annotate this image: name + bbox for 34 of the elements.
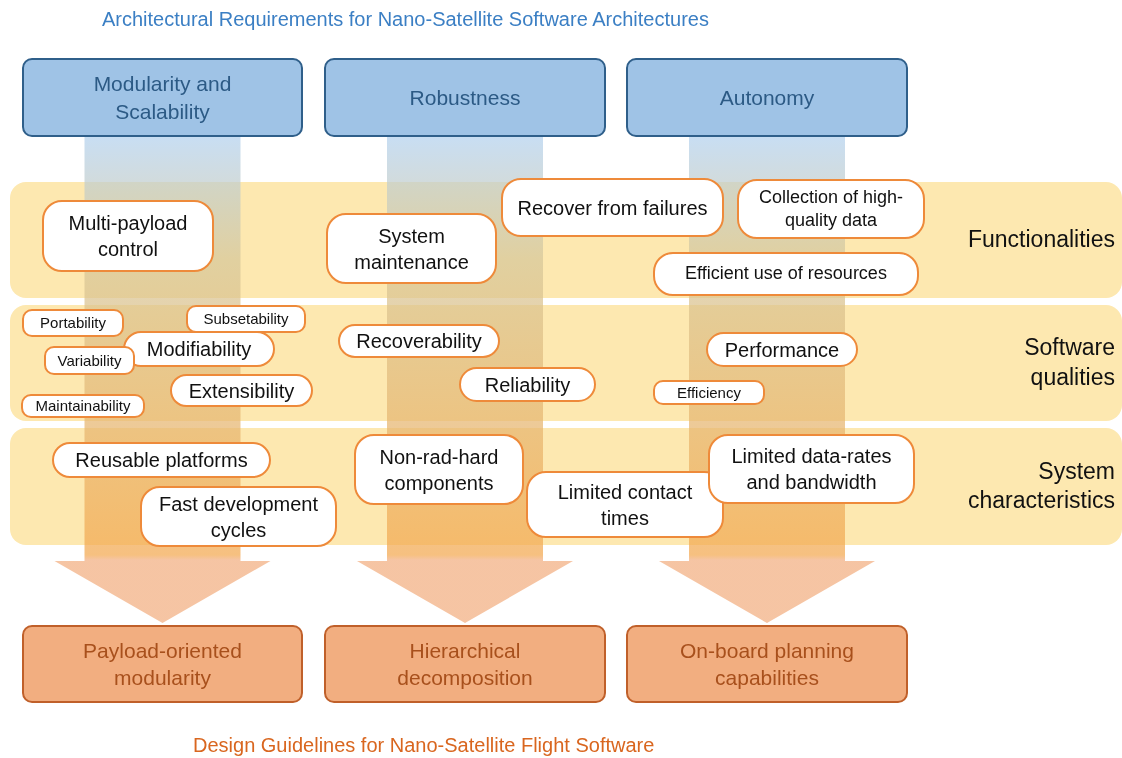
item-bubble: System maintenance <box>326 213 497 284</box>
item-bubble: Recover from failures <box>501 178 724 237</box>
block-arrow <box>54 137 271 623</box>
item-bubble: Reusable platforms <box>52 442 271 478</box>
item-bubble: Multi-payload control <box>42 200 214 272</box>
item-bubble: Modifiability <box>123 331 275 367</box>
item-bubble: Recoverability <box>338 324 500 358</box>
item-bubble: Limited data-rates and bandwidth <box>708 434 915 504</box>
band-heading: Functionalities <box>966 225 1115 255</box>
requirement-box: Autonomy <box>626 58 908 137</box>
item-bubble: Efficient use of resources <box>653 252 919 296</box>
guideline-box: Payload-oriented modularity <box>22 625 303 703</box>
item-bubble: Non-rad-hard components <box>354 434 524 505</box>
item-bubble: Portability <box>22 309 124 337</box>
item-bubble: Variability <box>44 346 135 375</box>
block-arrow <box>357 137 573 623</box>
item-bubble: Maintainability <box>21 394 145 418</box>
requirement-box: Modularity and Scalability <box>22 58 303 137</box>
guideline-box: On-board planning capabilities <box>626 625 908 703</box>
title: Architectural Requirements for Nano-Satellite Software Architectures <box>102 8 709 31</box>
block-arrow <box>659 137 875 623</box>
item-bubble: Reliability <box>459 367 596 402</box>
band-heading: System characteristics <box>967 456 1115 516</box>
item-bubble: Subsetability <box>186 305 306 333</box>
guideline-box: Hierarchical decomposition <box>324 625 606 703</box>
item-bubble: Fast development cycles <box>140 486 337 547</box>
item-bubble: Performance <box>706 332 858 367</box>
requirement-box: Robustness <box>324 58 606 137</box>
band-heading: Software qualities <box>1023 333 1115 392</box>
item-bubble: Limited contact times <box>526 471 724 538</box>
item-bubble: Collection of high-quality data <box>737 179 925 239</box>
item-bubble: Efficiency <box>653 380 765 405</box>
item-bubble: Extensibility <box>170 374 313 407</box>
caption: Design Guidelines for Nano-Satellite Flight Software <box>193 734 655 757</box>
